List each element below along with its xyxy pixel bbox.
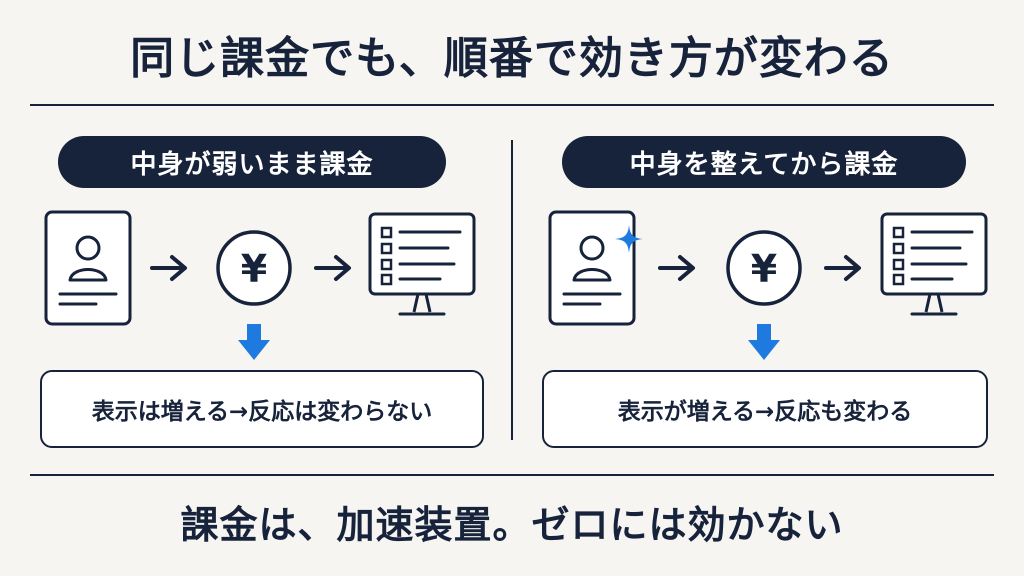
footer-message: 課金は、加速装置。ゼロには効かない <box>180 503 844 547</box>
sparkle-icon <box>615 225 643 253</box>
left-panel-label: 中身が弱いまま課金 <box>58 136 446 188</box>
arrow-down-icon <box>238 324 270 360</box>
monitor-list-icon <box>880 212 988 316</box>
profile-card-icon <box>548 210 636 326</box>
left-result-box: 表示は増える→反応は変わらない <box>40 370 484 448</box>
arrow-right-icon <box>824 255 861 281</box>
profile-card-icon <box>44 210 132 326</box>
yen-coin-icon: ¥ <box>216 230 292 306</box>
yen-symbol: ¥ <box>241 247 267 291</box>
arrow-right-icon <box>150 255 187 281</box>
yen-coin-icon: ¥ <box>726 230 802 306</box>
right-panel-label: 中身を整えてから課金 <box>562 136 966 188</box>
arrow-down-icon <box>748 324 780 360</box>
arrow-right-icon <box>658 255 695 281</box>
bottom-divider <box>30 474 994 476</box>
page-title: 同じ課金でも、順番で効き方が変わる <box>130 33 894 84</box>
top-divider <box>30 104 994 106</box>
monitor-list-icon <box>368 212 476 316</box>
yen-symbol: ¥ <box>751 247 777 291</box>
arrow-right-icon <box>314 255 351 281</box>
right-result-box: 表示が増える→反応も変わる <box>542 370 988 448</box>
center-divider <box>511 140 513 440</box>
